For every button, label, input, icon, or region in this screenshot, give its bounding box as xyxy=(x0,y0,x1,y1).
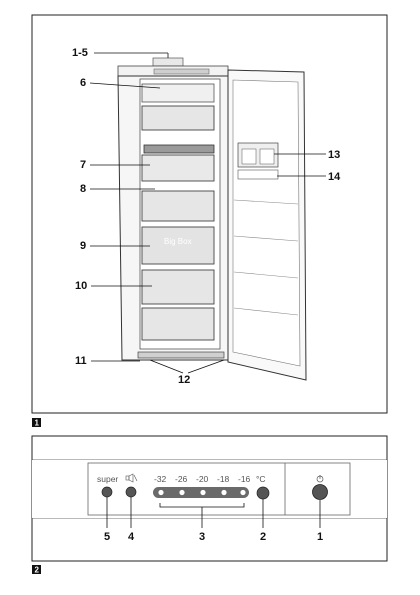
drawer-2 xyxy=(141,154,215,182)
led-minus-32 xyxy=(158,489,164,496)
callout-2: 2 xyxy=(260,531,266,543)
control-top-bump xyxy=(152,57,184,67)
led-minus-20 xyxy=(200,489,206,496)
alarm-off-icon xyxy=(125,473,138,483)
callout-5: 5 xyxy=(104,531,110,543)
big-box-label: Big Box xyxy=(164,237,192,246)
callout-1-5: 1-5 xyxy=(72,47,88,59)
callout-8: 8 xyxy=(80,183,86,195)
control-display xyxy=(153,68,210,75)
callout-9: 9 xyxy=(80,240,86,252)
callout-12: 12 xyxy=(178,374,190,386)
big-box-drawer xyxy=(141,226,215,265)
led-minus-26 xyxy=(179,489,185,496)
figure1-number-badge xyxy=(32,418,41,427)
temp-label-1: -26 xyxy=(175,474,188,484)
power-icon xyxy=(316,475,324,483)
figure2-number: 2 xyxy=(35,566,40,575)
callout-6: 6 xyxy=(80,77,86,89)
super-label: super xyxy=(97,474,118,484)
door-inner-panel xyxy=(232,79,301,367)
control-panel-face xyxy=(87,462,351,516)
temp-label-0: -32 xyxy=(154,474,167,484)
callout-4: 4 xyxy=(128,531,135,543)
temp-label-3: -18 xyxy=(217,474,230,484)
callout-11: 11 xyxy=(75,355,87,367)
super-button[interactable] xyxy=(101,486,113,498)
callout-13: 13 xyxy=(328,149,340,161)
power-button[interactable] xyxy=(312,484,328,500)
drawer-3 xyxy=(141,190,215,222)
temp-label-4: -16 xyxy=(238,474,251,484)
callout-3: 3 xyxy=(199,531,205,543)
callout-14: 14 xyxy=(328,171,341,183)
symbol-strip xyxy=(237,169,279,180)
callout-7: 7 xyxy=(80,159,86,171)
figure2-number-badge xyxy=(32,565,41,574)
base-grille xyxy=(137,351,225,359)
callout-10: 10 xyxy=(75,280,87,292)
drawer-4 xyxy=(141,269,215,305)
drawer-5 xyxy=(141,307,215,341)
top-compartment xyxy=(141,83,215,103)
drawer-1 xyxy=(141,105,215,131)
led-minus-16 xyxy=(240,489,246,496)
figure1-number: 1 xyxy=(35,419,40,428)
figure1-frame xyxy=(31,14,388,414)
temp-label-2: -20 xyxy=(196,474,209,484)
led-minus-18 xyxy=(221,489,227,496)
ice-tray xyxy=(143,144,215,154)
celsius-label: °C xyxy=(256,474,266,484)
callout-1: 1 xyxy=(317,531,323,543)
alarm-off-button[interactable] xyxy=(125,486,137,498)
temperature-button[interactable] xyxy=(256,486,270,500)
